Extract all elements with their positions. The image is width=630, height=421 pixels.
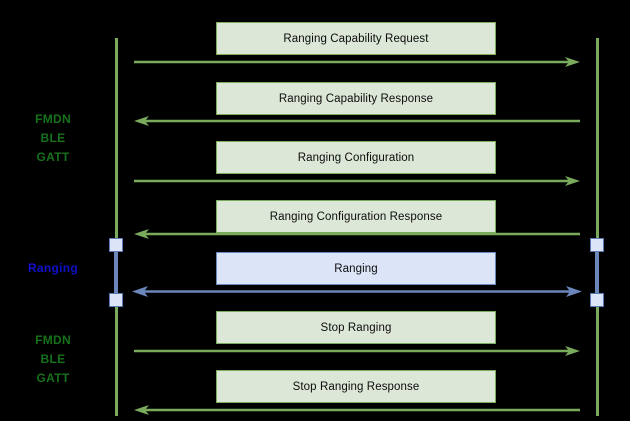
message-box-stop-ranging-response: Stop Ranging Response bbox=[216, 370, 496, 403]
phase-label-line: FMDN bbox=[35, 112, 71, 126]
phase-label-ranging: Ranging bbox=[12, 259, 94, 278]
message-arrow-ranging-capability-request bbox=[133, 56, 581, 68]
message-box-ranging-configuration-response: Ranging Configuration Response bbox=[216, 200, 496, 233]
message-arrow-ranging-configuration bbox=[133, 175, 581, 187]
message-label: Ranging Configuration bbox=[297, 151, 415, 164]
left-lifeline-ranging-segment bbox=[114, 250, 118, 300]
phase-label-line: BLE bbox=[40, 131, 66, 145]
message-box-ranging-configuration: Ranging Configuration bbox=[216, 141, 496, 174]
message-box-ranging-capability-request: Ranging Capability Request bbox=[216, 22, 496, 55]
message-arrow-ranging-bidirectional bbox=[131, 285, 583, 297]
message-arrow-ranging-capability-response bbox=[133, 115, 581, 127]
message-label: Stop Ranging bbox=[320, 321, 392, 334]
message-box-stop-ranging: Stop Ranging bbox=[216, 311, 496, 344]
phase-label-line: GATT bbox=[36, 150, 70, 164]
right-lifeline-lower bbox=[596, 306, 599, 416]
message-label: Ranging Configuration Response bbox=[269, 210, 443, 223]
message-box-ranging: Ranging bbox=[216, 252, 496, 285]
phase-label-line: FMDN bbox=[35, 333, 71, 347]
message-label: Ranging Capability Request bbox=[283, 32, 429, 45]
right-lifeline-ranging-segment bbox=[595, 250, 599, 300]
left-activation-end bbox=[109, 293, 123, 307]
left-activation-start bbox=[109, 238, 123, 252]
phase-label-fmdn-ble-gatt-bottom: FMDN BLE GATT bbox=[12, 331, 94, 388]
phase-label-line: BLE bbox=[40, 352, 66, 366]
message-label: Stop Ranging Response bbox=[292, 380, 420, 393]
message-arrow-ranging-configuration-response bbox=[133, 228, 581, 240]
left-lifeline-upper bbox=[115, 38, 118, 243]
right-activation-start bbox=[590, 238, 604, 252]
message-label: Ranging Capability Response bbox=[278, 92, 434, 105]
phase-label-line: GATT bbox=[36, 371, 70, 385]
phase-label-fmdn-ble-gatt-top: FMDN BLE GATT bbox=[12, 110, 94, 167]
left-lifeline-lower bbox=[115, 306, 118, 416]
phase-label-line: Ranging bbox=[27, 261, 79, 275]
message-arrow-stop-ranging bbox=[133, 345, 581, 357]
right-lifeline-upper bbox=[596, 38, 599, 243]
right-activation-end bbox=[590, 293, 604, 307]
message-arrow-stop-ranging-response bbox=[133, 404, 581, 416]
message-box-ranging-capability-response: Ranging Capability Response bbox=[216, 82, 496, 115]
message-label: Ranging bbox=[334, 262, 378, 275]
